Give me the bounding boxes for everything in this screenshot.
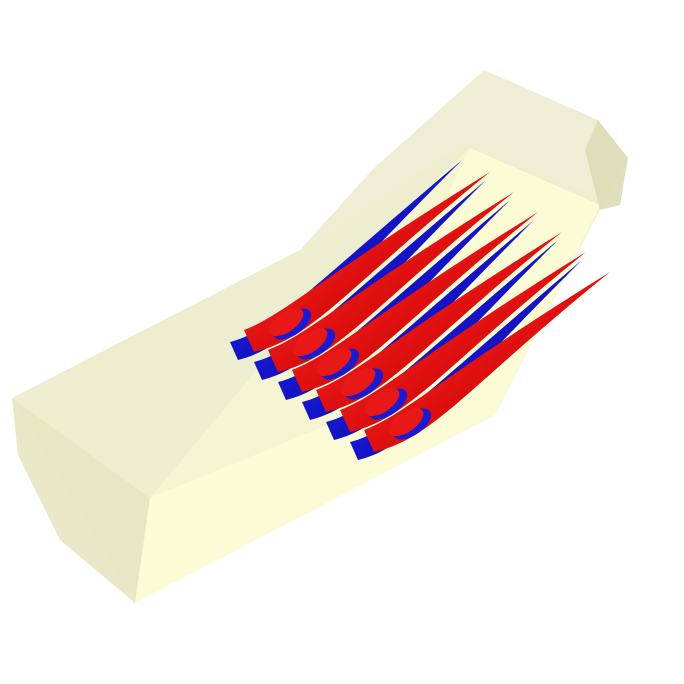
positive-structure: [292, 212, 538, 392]
positive-structure-head: [388, 407, 424, 437]
positive-structure-head: [364, 387, 400, 417]
positive-structure: [340, 252, 586, 432]
positive-structure: [316, 232, 562, 412]
channel-front-face: [12, 398, 150, 603]
positive-structure: [244, 172, 490, 352]
positive-structure: [268, 192, 514, 372]
positive-structure-head: [292, 327, 328, 357]
positive-structure-head: [340, 367, 376, 397]
positive-structure: [364, 272, 610, 452]
positive-structure-head: [316, 347, 352, 377]
positive-structure-head: [268, 307, 304, 337]
structures-layer: [230, 160, 610, 460]
channel-end-face: [585, 120, 628, 210]
